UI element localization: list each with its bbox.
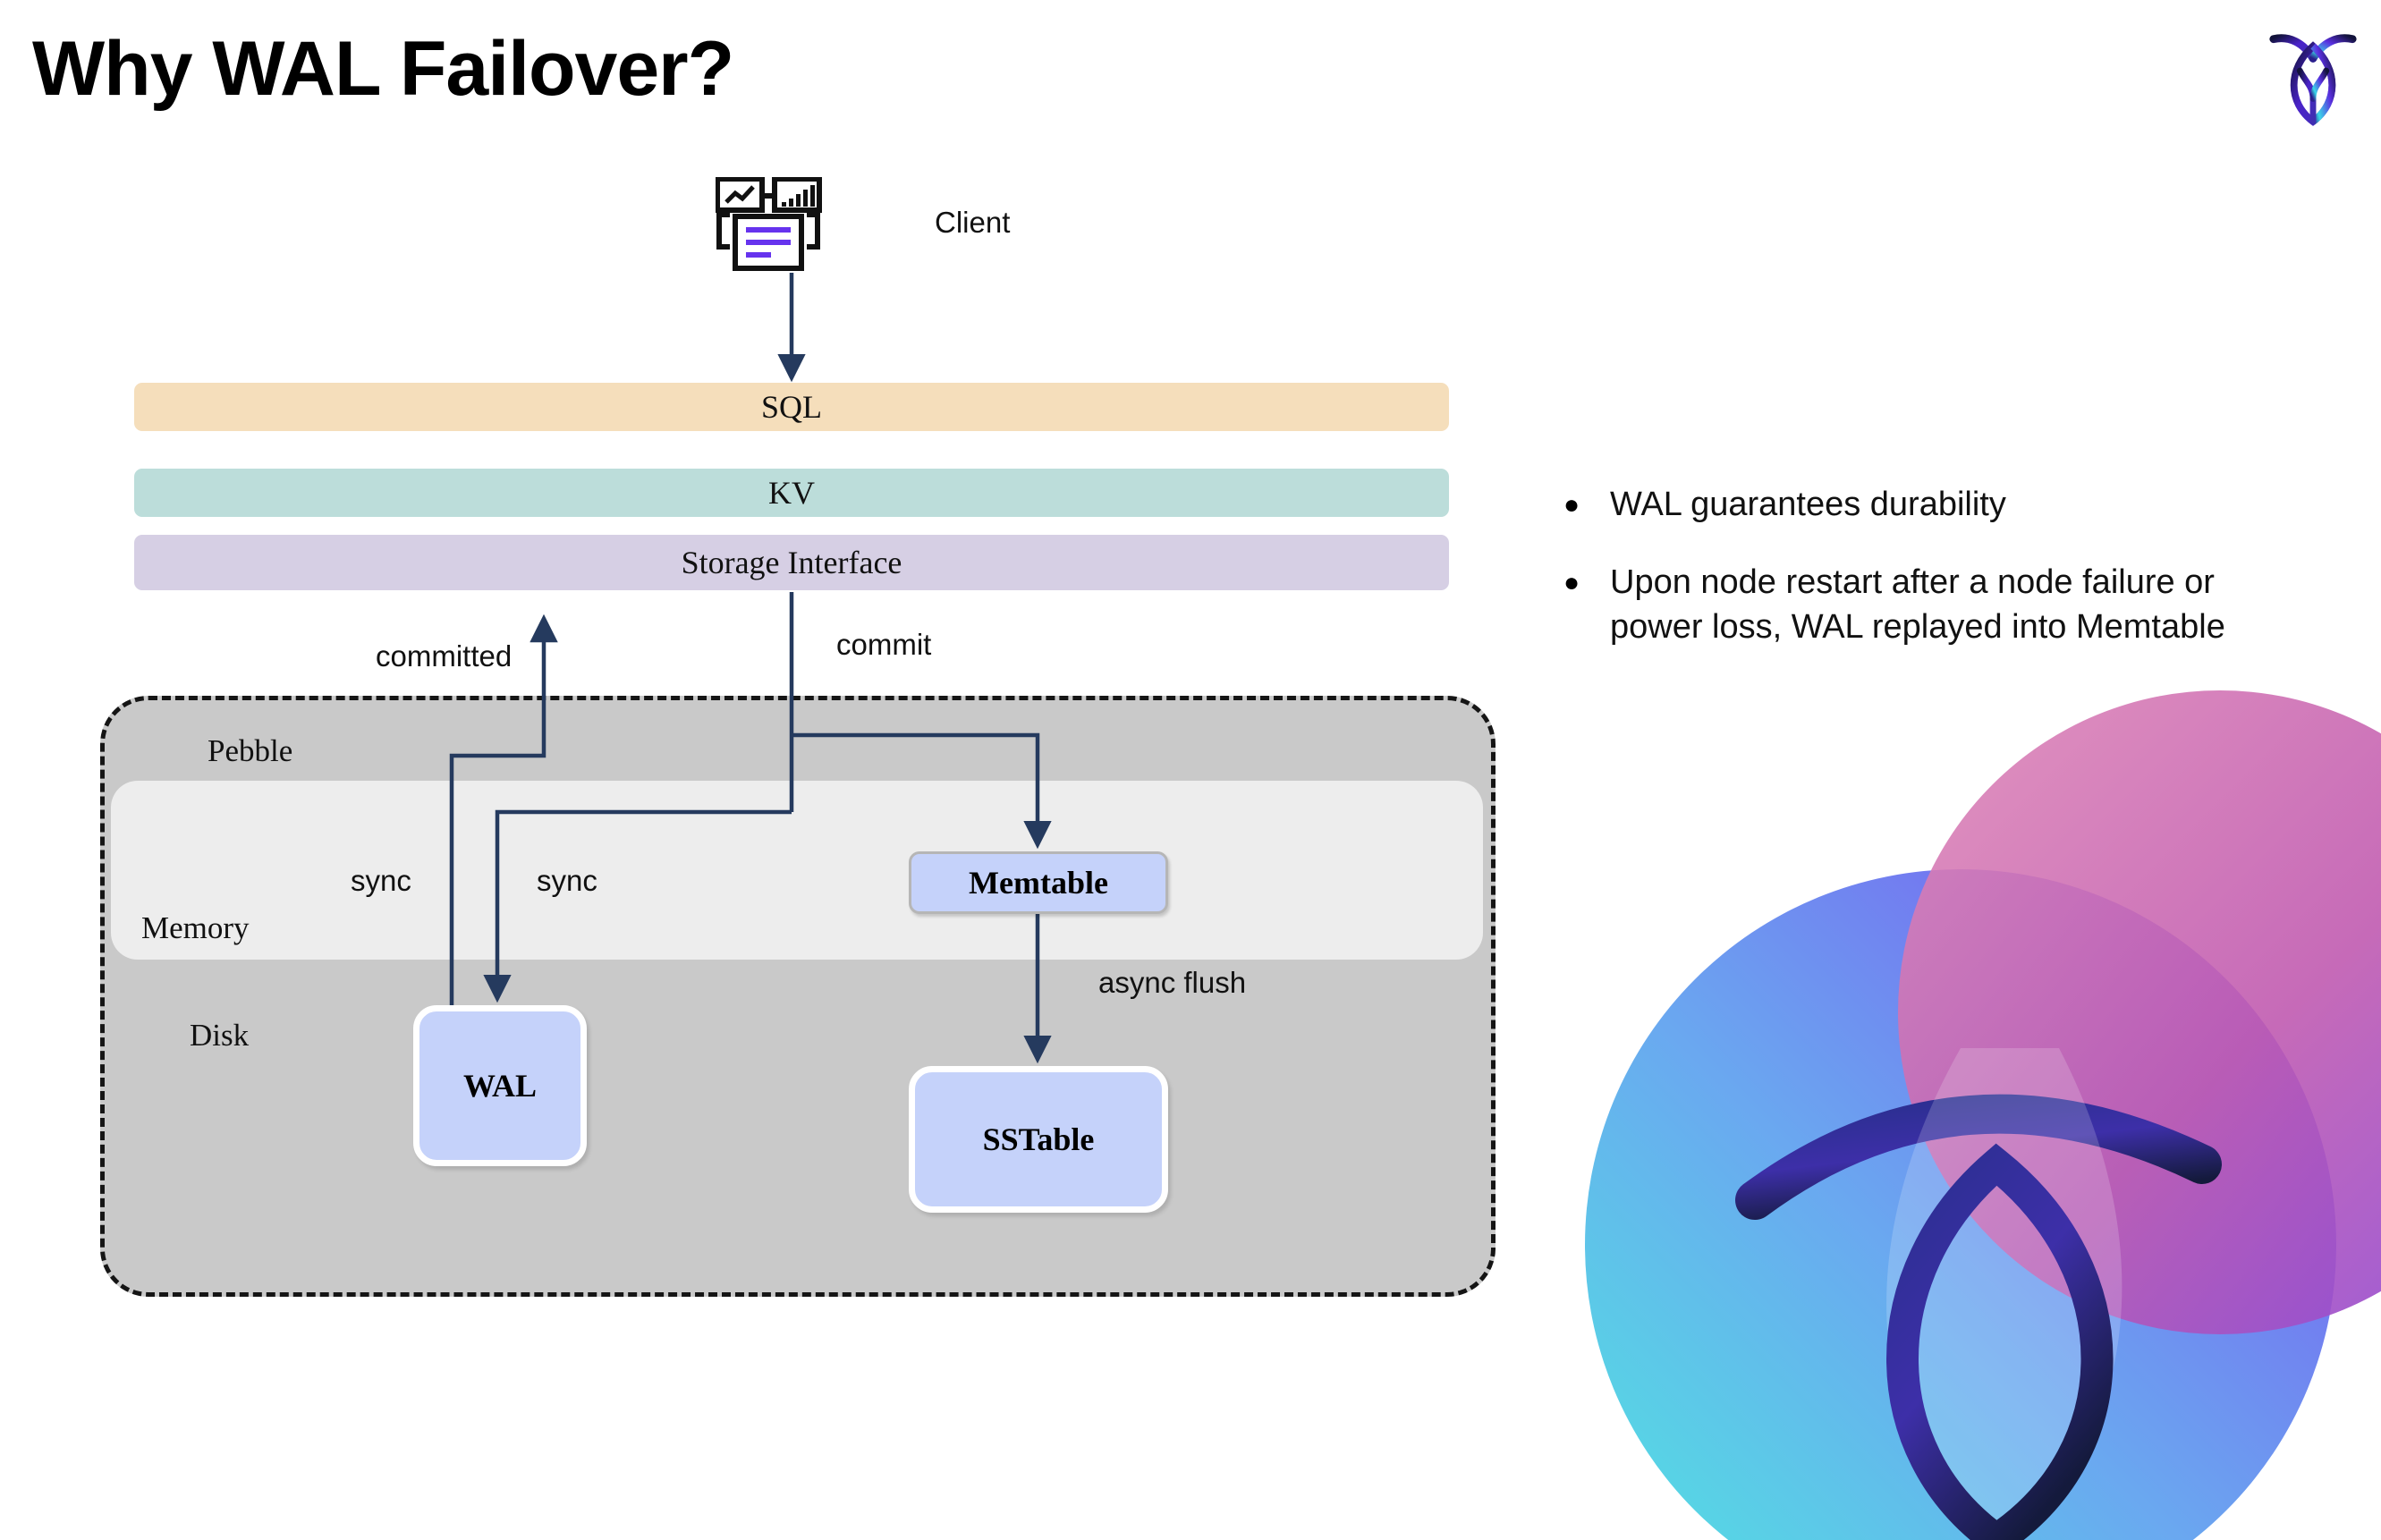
list-item: ● Upon node restart after a node failure… bbox=[1563, 561, 2297, 649]
bullet-marker-icon: ● bbox=[1563, 490, 1580, 520]
cockroachdb-logo-icon bbox=[2269, 34, 2357, 126]
client-label: Client bbox=[935, 206, 1011, 239]
bullet-text: Upon node restart after a node failure o… bbox=[1610, 563, 2225, 646]
pebble-label: Pebble bbox=[208, 733, 293, 768]
bullet-list: ● WAL guarantees durability ● Upon node … bbox=[1563, 483, 2297, 683]
node-wal: WAL bbox=[413, 1005, 587, 1166]
layer-label-sql: SQL bbox=[760, 389, 822, 425]
bullet-text: WAL guarantees durability bbox=[1610, 486, 2006, 523]
memory-label: Memory bbox=[141, 910, 250, 945]
edge-label-async-flush: async flush bbox=[1098, 966, 1247, 999]
client-terminal-icon bbox=[716, 177, 822, 271]
layer-label-kv: KV bbox=[768, 475, 815, 511]
node-label-wal: WAL bbox=[462, 1068, 538, 1104]
list-item: ● WAL guarantees durability bbox=[1563, 483, 2297, 527]
layer-bar-sql: SQL bbox=[134, 383, 1449, 431]
cockroachdb-watermark bbox=[1585, 690, 2381, 1540]
edge-label-commit: commit bbox=[836, 628, 932, 661]
node-label-memtable: Memtable bbox=[969, 865, 1108, 901]
layer-bar-kv: KV bbox=[134, 469, 1449, 517]
node-sstable: SSTable bbox=[909, 1066, 1168, 1213]
layer-bar-storage-interface: Storage Interface bbox=[134, 535, 1449, 590]
memory-region bbox=[111, 781, 1483, 960]
node-label-sstable: SSTable bbox=[982, 1121, 1095, 1157]
edge-label-sync-in: sync bbox=[537, 864, 597, 897]
edge-label-sync-out: sync bbox=[351, 864, 411, 897]
disk-label: Disk bbox=[190, 1018, 250, 1053]
page-title: Why WAL Failover? bbox=[32, 26, 734, 112]
node-memtable: Memtable bbox=[909, 851, 1168, 914]
edge-label-committed: committed bbox=[376, 639, 513, 673]
layer-label-storage-interface: Storage Interface bbox=[681, 545, 902, 580]
bullet-marker-icon: ● bbox=[1563, 568, 1580, 598]
